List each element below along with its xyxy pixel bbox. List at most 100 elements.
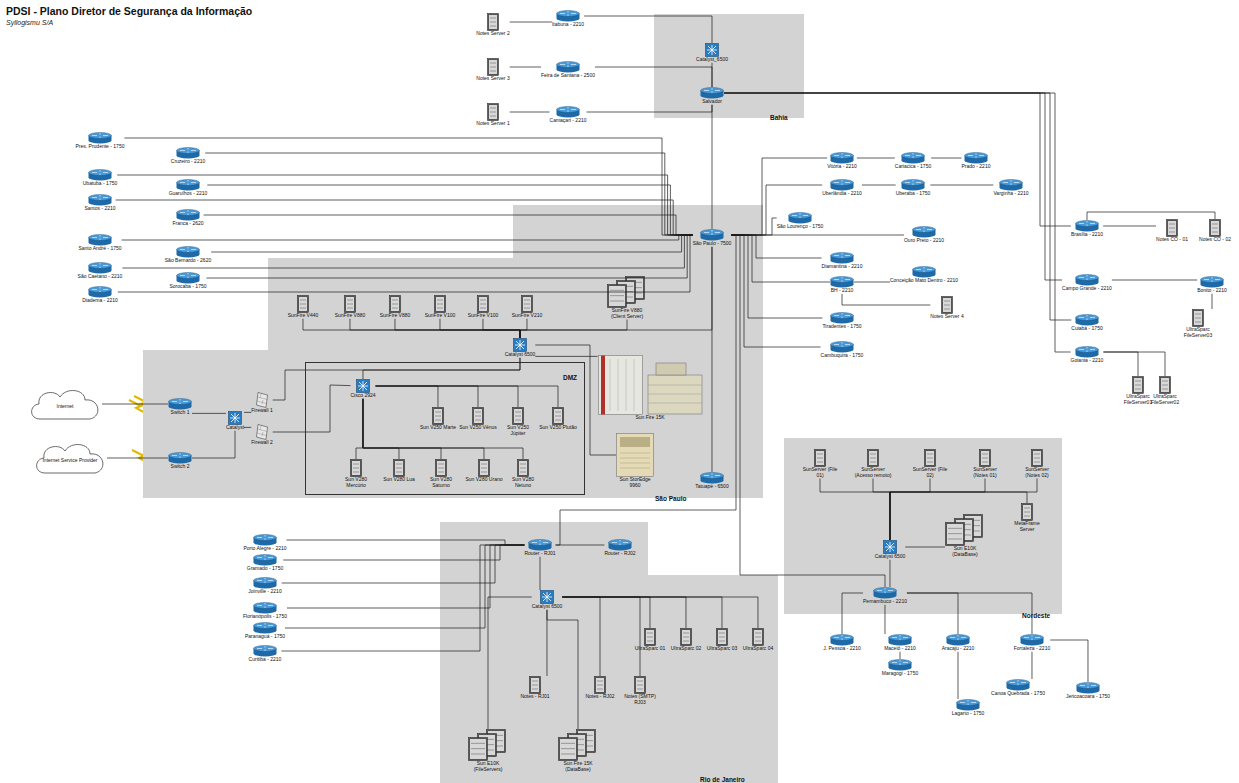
switch-node: Catalyst 6500 <box>875 540 906 560</box>
server-cluster: Sun Fire 15K (DataBase) <box>558 729 598 773</box>
device-label: Conceição Mato Dentro - 2210 <box>890 278 958 284</box>
network-link <box>724 93 1071 352</box>
router-icon <box>176 246 200 258</box>
network-link <box>510 67 541 68</box>
device-label: Notes (SMTP) RJ03 <box>621 694 659 706</box>
router-icon <box>912 226 936 238</box>
router-node: Guarulhos - 2210 <box>169 179 208 197</box>
network-link <box>1212 294 1213 309</box>
device-label: Sun StorEdge 9960 <box>616 477 654 489</box>
network-link <box>556 235 736 545</box>
network-link <box>206 235 692 278</box>
network-link <box>724 93 1062 280</box>
server-node: Sun V280 Lua <box>383 459 415 483</box>
firewall-icon <box>256 424 268 440</box>
router-node: Brasília - 2210 <box>1071 220 1103 238</box>
network-link <box>907 593 958 634</box>
network-link <box>282 545 525 583</box>
router-icon <box>700 472 724 484</box>
server-node: SunFire V880 <box>335 295 366 319</box>
server-icon <box>644 628 656 646</box>
server-node: Sun V250 Vênus <box>459 407 497 431</box>
server-node: Notes (SMTP) RJ03 <box>621 676 659 706</box>
device-label: Cuiabá - 1750 <box>1071 326 1102 332</box>
router-icon <box>556 61 580 73</box>
router-icon <box>830 312 854 324</box>
network-link <box>731 235 822 318</box>
server-node: UltraSparc FileServer03 <box>1179 309 1217 339</box>
network-link <box>890 479 1037 541</box>
router-node: Porto Alegre - 2210 <box>243 534 286 552</box>
server-icon <box>634 676 646 694</box>
device-label: SunFire V440 <box>288 313 319 319</box>
server-icon <box>517 459 529 477</box>
network-link <box>540 557 541 590</box>
router-node: Itabuna - 2210 <box>552 10 584 28</box>
device-label: Salvador <box>702 99 722 105</box>
network-link <box>889 560 890 587</box>
mainframe-icon <box>598 355 703 415</box>
server-icon <box>487 13 499 31</box>
device-label: Catalyst 6500 <box>532 604 563 610</box>
server-icon <box>350 459 362 477</box>
device-label: Santos - 2210 <box>84 206 115 212</box>
device-label: SunFire V880 <box>380 313 411 319</box>
router-icon <box>830 152 854 164</box>
device-label: SunFire V100 <box>425 313 456 319</box>
network-link <box>562 597 650 628</box>
network-link <box>283 545 524 560</box>
router-icon <box>88 194 112 206</box>
device-label: Aracaju - 2210 <box>942 646 975 652</box>
device-label: Sun V250 Marte <box>420 425 456 431</box>
network-link <box>287 540 525 545</box>
network-link <box>1103 226 1156 227</box>
network-link <box>900 652 901 659</box>
server-node: Sun V280 Urano <box>466 459 503 483</box>
network-link <box>842 294 930 305</box>
network-link <box>584 16 712 43</box>
device-label: Notes Server 2 <box>476 31 509 37</box>
router-icon <box>830 179 854 191</box>
router-node: Cruzeiro - 2210 <box>171 147 205 165</box>
network-link <box>711 247 712 472</box>
network-link <box>303 319 520 338</box>
network-link <box>1103 352 1138 376</box>
network-link <box>440 319 520 338</box>
network-link <box>376 386 479 407</box>
router-node: Salvador <box>700 87 724 105</box>
network-link <box>124 138 692 235</box>
device-label: Sun V250 Júpiter <box>499 425 537 437</box>
network-link <box>204 215 693 235</box>
router-icon <box>956 699 980 711</box>
device-label: Sun V250 Plutão <box>539 425 577 431</box>
network-link <box>273 358 520 400</box>
server-cluster: Sun E10K (FileServers) <box>468 729 508 773</box>
storage-node: Sun StorEdge 9960 <box>616 433 654 489</box>
server-node: SunFire V440 <box>288 295 319 319</box>
device-label: Paranaguá - 1750 <box>245 634 285 640</box>
network-link <box>520 320 627 339</box>
device-label: Sun V280 Saturno <box>422 477 460 489</box>
network-link <box>890 479 985 541</box>
router-icon <box>912 266 936 278</box>
router-icon <box>168 398 192 410</box>
device-label: Router - RJ02 <box>604 551 635 557</box>
router-icon <box>253 577 277 589</box>
device-label: Camaçari - 2210 <box>550 118 587 124</box>
device-label: Sorocaba - 1750 <box>170 284 207 290</box>
cloud-label: Internet Service Provider <box>42 458 97 464</box>
router-node: Diamantina - 2210 <box>822 252 863 270</box>
router-icon <box>830 276 854 288</box>
router-node: Paranaguá - 1750 <box>245 622 285 640</box>
region-shape <box>654 14 804 118</box>
server-icon <box>924 449 936 467</box>
router-icon <box>1200 276 1224 288</box>
device-label: Pres. Prudente - 1750 <box>76 144 125 150</box>
router-icon <box>888 659 912 671</box>
device-label: Franca - 2620 <box>172 221 203 227</box>
network-link <box>520 319 527 338</box>
router-node: Ubatuba - 1750 <box>83 169 117 187</box>
network-link <box>363 399 523 459</box>
network-link <box>905 547 945 548</box>
